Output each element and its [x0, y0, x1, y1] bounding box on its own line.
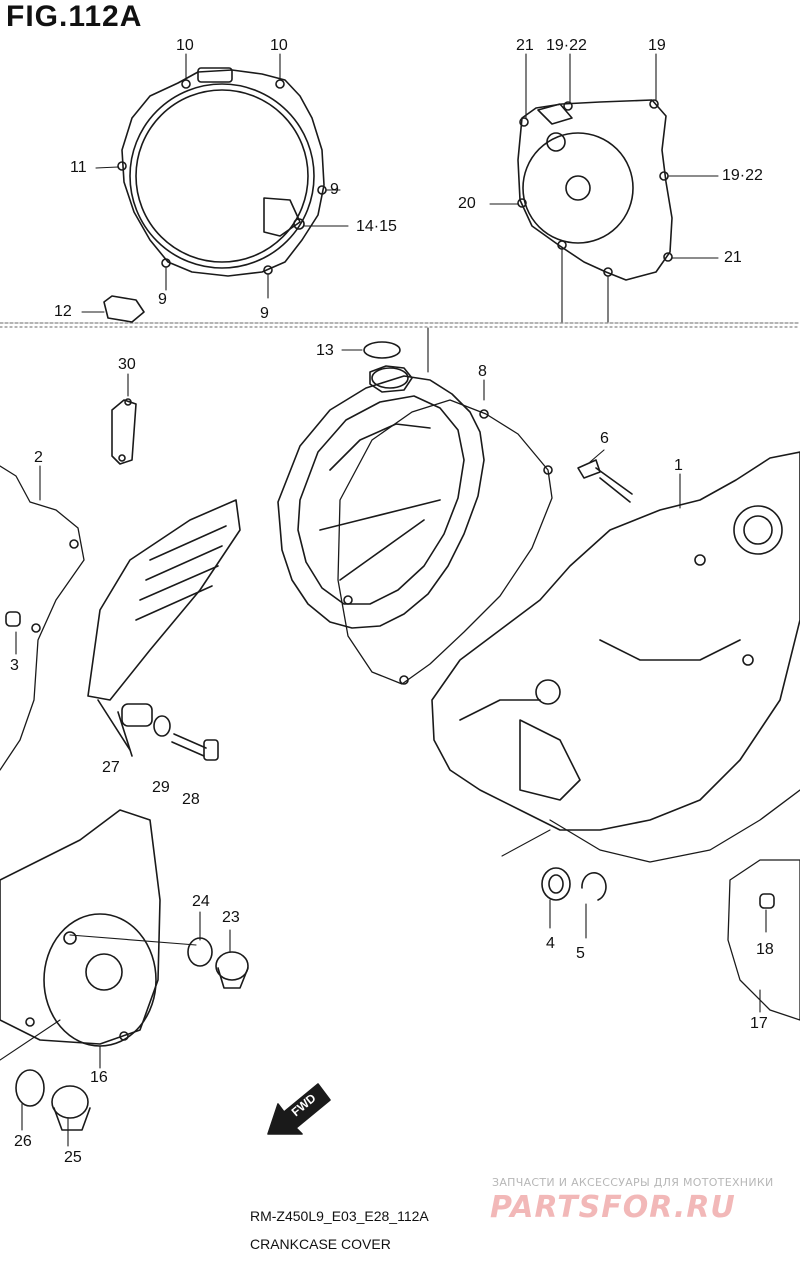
- callout-21: 21: [516, 37, 534, 54]
- clutch-cover-right-drawing: [517, 99, 673, 281]
- callout-26: 26: [14, 1133, 32, 1150]
- plug-25-drawing: [51, 1085, 91, 1131]
- callout-9: 9: [260, 305, 269, 322]
- callout-2: 2: [34, 449, 43, 466]
- callout-28: 28: [182, 791, 200, 808]
- watermark-subtitle: ЗАПЧАСТИ И АКСЕССУАРЫ ДЛЯ МОТОТЕХНИКИ: [492, 1176, 774, 1189]
- callout-29: 29: [152, 779, 170, 796]
- callout-19-22: 19·22: [546, 37, 587, 54]
- callout-24: 24: [192, 893, 210, 910]
- leader-lines-bottom-left: [0, 911, 231, 1147]
- circlip-5-drawing: [581, 872, 607, 901]
- bolt-28-drawing: [171, 733, 219, 761]
- leader-lines-bottom-right: [15, 327, 767, 1013]
- callout-9: 9: [330, 181, 339, 198]
- clip-30-drawing: [111, 398, 137, 465]
- dowel-pin-12-drawing: [103, 295, 145, 323]
- callout-9: 9: [158, 291, 167, 308]
- oil-seal-4-drawing: [541, 867, 571, 901]
- figure-title: FIG.112A: [6, 0, 143, 33]
- collar-27-drawing: [121, 703, 153, 727]
- bolt-6-drawing: [577, 459, 633, 503]
- callout-21: 21: [724, 249, 742, 266]
- o-ring-26-drawing: [15, 1069, 45, 1107]
- callout-30: 30: [118, 356, 136, 373]
- fwd-arrow-icon: [267, 1083, 331, 1135]
- gasket-8-drawing: [337, 399, 553, 685]
- o-ring-24-drawing: [187, 937, 213, 967]
- callout-27: 27: [102, 759, 120, 776]
- callout-10: 10: [270, 37, 288, 54]
- callout-18: 18: [756, 941, 774, 958]
- callout-19: 19: [648, 37, 666, 54]
- callout-3: 3: [10, 657, 19, 674]
- o-ring-13-drawing: [363, 341, 401, 359]
- section-separator: [0, 322, 800, 328]
- crankcase-gasket-17-drawing: [549, 789, 800, 1021]
- clutch-cover-drawing: [117, 67, 327, 277]
- diagram-code: RM-Z450L9_E03_E28_112A: [250, 1208, 429, 1224]
- callout-4: 4: [546, 935, 555, 952]
- magneto-cover-16-drawing: [0, 809, 161, 1047]
- washer-29-drawing: [153, 715, 171, 737]
- callout-5: 5: [576, 945, 585, 962]
- plug-23-drawing: [215, 951, 249, 989]
- callout-20: 20: [458, 195, 476, 212]
- crankcase-1-drawing: [431, 451, 800, 831]
- callout-12: 12: [54, 303, 72, 320]
- callout-16: 16: [90, 1069, 108, 1086]
- dowel-pin-18-drawing: [759, 893, 775, 909]
- callout-1: 1: [674, 457, 683, 474]
- callout-11: 11: [70, 159, 87, 176]
- watermark-logo: PARTSFOR.RU: [490, 1190, 736, 1225]
- callout-17: 17: [750, 1015, 768, 1032]
- callout-10: 10: [176, 37, 194, 54]
- callout-13: 13: [316, 342, 334, 359]
- callout-14-15: 14·15: [356, 218, 397, 235]
- gasket-2-drawing: [0, 465, 85, 771]
- plate-27-drawing: [87, 499, 241, 757]
- leader-lines-top: [81, 53, 719, 323]
- crankcase-cover-drawing: [277, 365, 485, 629]
- callout-19-22: 19·22: [722, 167, 763, 184]
- callout-8: 8: [478, 363, 487, 380]
- diagram-name: CRANKCASE COVER: [250, 1236, 391, 1252]
- callout-6: 6: [600, 430, 609, 447]
- callout-25: 25: [64, 1149, 82, 1166]
- callout-23: 23: [222, 909, 240, 926]
- dowel-pin-3-drawing: [5, 611, 21, 627]
